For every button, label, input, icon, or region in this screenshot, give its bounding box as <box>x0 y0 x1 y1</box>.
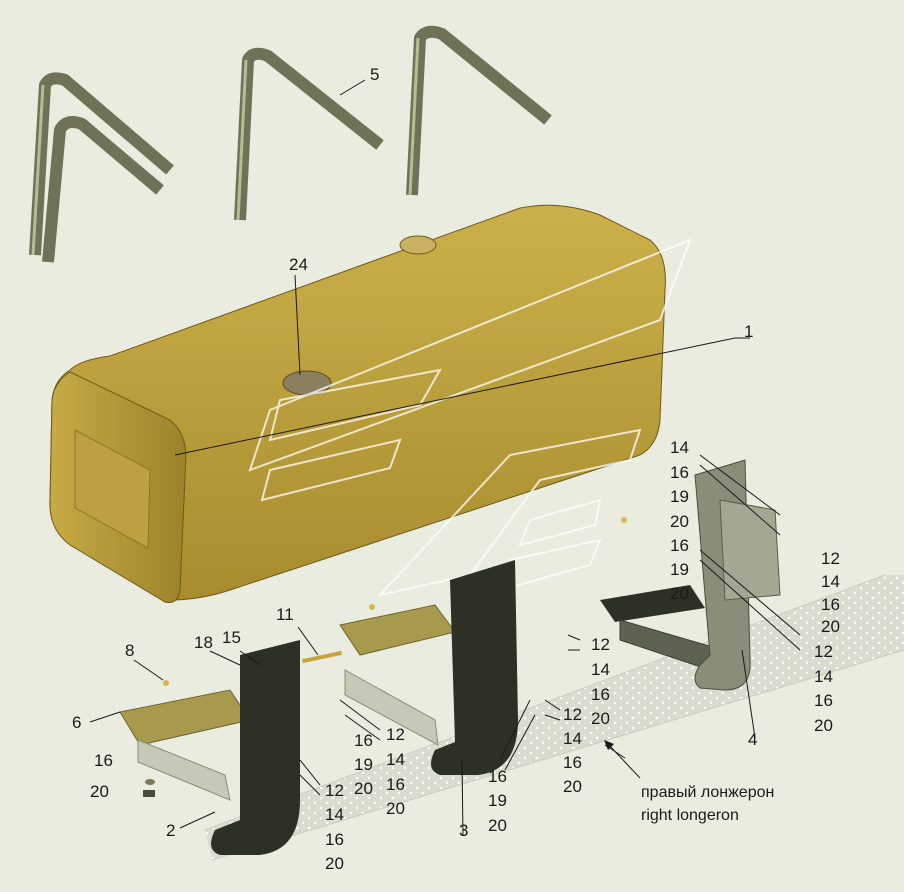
callout-5: 5 <box>370 65 379 84</box>
callout-8: 8 <box>125 641 134 660</box>
longeron-rail <box>204 574 904 861</box>
svg-text:19: 19 <box>354 755 373 774</box>
svg-text:20: 20 <box>814 716 833 735</box>
callout-group-b4: 12 14 16 20 <box>386 725 405 818</box>
svg-text:20: 20 <box>821 617 840 636</box>
svg-text:19: 19 <box>670 487 689 506</box>
svg-text:20: 20 <box>354 779 373 798</box>
svg-text:19: 19 <box>670 560 689 579</box>
callout-group-b11: 12 14 16 20 <box>814 642 833 735</box>
leader-lines <box>89 79 801 837</box>
svg-text:14: 14 <box>670 438 689 457</box>
svg-text:20: 20 <box>591 709 610 728</box>
svg-text:16: 16 <box>94 751 113 770</box>
strap-set <box>29 25 552 263</box>
svg-text:20: 20 <box>488 816 507 835</box>
svg-text:14: 14 <box>814 667 833 686</box>
svg-text:20: 20 <box>325 854 344 873</box>
svg-text:20: 20 <box>90 782 109 801</box>
svg-text:16: 16 <box>386 775 405 794</box>
svg-text:16: 16 <box>821 595 840 614</box>
svg-text:20: 20 <box>386 799 405 818</box>
svg-text:14: 14 <box>563 729 582 748</box>
svg-text:12: 12 <box>325 781 344 800</box>
callout-2: 2 <box>166 821 175 840</box>
svg-text:19: 19 <box>488 791 507 810</box>
svg-text:16: 16 <box>814 691 833 710</box>
callout-3: 3 <box>459 821 468 840</box>
callout-1: 1 <box>744 322 753 341</box>
bracket-4 <box>600 459 781 691</box>
callout-24: 24 <box>289 255 308 274</box>
svg-text:12: 12 <box>563 705 582 724</box>
svg-text:16: 16 <box>354 731 373 750</box>
callout-15: 15 <box>222 628 241 647</box>
svg-text:14: 14 <box>591 660 610 679</box>
callout-group-b3: 16 19 20 <box>354 731 373 798</box>
svg-text:16: 16 <box>670 536 689 555</box>
svg-text:20: 20 <box>670 512 689 531</box>
svg-text:16: 16 <box>591 685 610 704</box>
strap-highlights <box>31 37 420 256</box>
longeron-label: правый лонжерон right longeron <box>604 740 774 824</box>
watermark-logo <box>248 238 692 597</box>
callout-group-b5: 12 14 16 20 <box>591 635 610 728</box>
filler-neck <box>399 235 437 255</box>
callout-group-b9: 16 19 20 <box>670 536 689 603</box>
callout-4: 4 <box>748 730 757 749</box>
svg-text:16: 16 <box>670 463 689 482</box>
callout-11: 11 <box>276 605 294 624</box>
svg-text:14: 14 <box>386 750 405 769</box>
svg-text:16: 16 <box>325 830 344 849</box>
svg-text:14: 14 <box>821 572 840 591</box>
svg-text:12: 12 <box>814 642 833 661</box>
svg-text:12: 12 <box>386 725 405 744</box>
callout-group-b2: 12 14 16 20 <box>325 781 344 873</box>
svg-text:20: 20 <box>563 777 582 796</box>
svg-text:12: 12 <box>821 549 840 568</box>
callout-6: 6 <box>72 713 81 732</box>
longeron-label-en: right longeron <box>641 807 739 824</box>
svg-text:16: 16 <box>563 753 582 772</box>
fuel-tank <box>49 204 666 603</box>
callout-group-b6: 12 14 16 20 <box>563 705 582 796</box>
bracket-2 <box>119 640 300 855</box>
svg-text:20: 20 <box>670 584 689 603</box>
svg-text:12: 12 <box>591 635 610 654</box>
bracket-3 <box>339 560 518 775</box>
small-parts <box>143 517 627 797</box>
callout-18: 18 <box>194 633 213 652</box>
callout-group-b7: 16 19 20 <box>488 767 507 835</box>
svg-text:16: 16 <box>488 767 507 786</box>
callout-group-b10: 12 14 16 20 <box>821 549 840 636</box>
callout-group-b1: 16 20 <box>90 751 113 801</box>
svg-text:14: 14 <box>325 805 344 824</box>
longeron-label-ru: правый лонжерон <box>641 784 774 801</box>
callout-group-b8: 14 16 19 20 <box>670 438 689 531</box>
